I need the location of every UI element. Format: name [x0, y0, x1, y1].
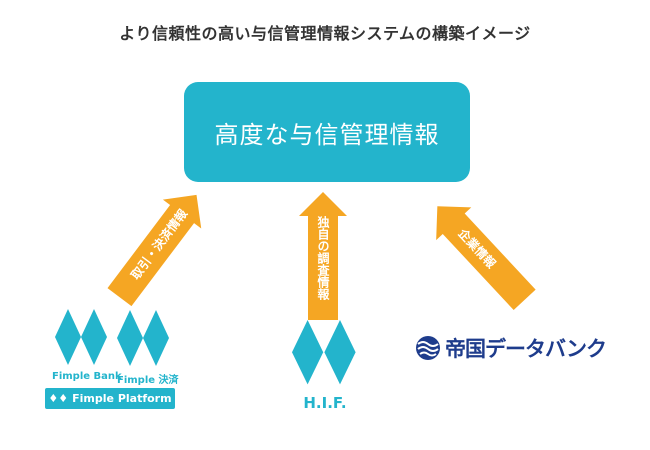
- fimple-platform-label: Fimple Platform: [72, 392, 172, 405]
- arrow-left-label: 取引・決済情報: [128, 205, 191, 282]
- fimple-logo-diamonds: [55, 309, 169, 366]
- arrow-left: 取引・決済情報: [100, 180, 216, 312]
- diagram-title: より信頼性の高い与信管理情報システムの構築イメージ: [119, 24, 531, 43]
- fimple-bank-label: Fimple Bank: [52, 371, 122, 382]
- fimple-payment-label: Fimple 決済: [117, 375, 179, 386]
- arrow-middle: 独自の調査情報: [299, 192, 347, 320]
- fimple-diamond-icon: ♦♦: [48, 392, 69, 405]
- hif-label: H.I.F.: [303, 394, 347, 412]
- hif-logo-diamonds: [292, 320, 356, 385]
- arrow-right: 企業情報: [419, 189, 543, 317]
- center-box: 高度な与信管理情報: [184, 82, 470, 182]
- center-label: 高度な与信管理情報: [214, 120, 440, 149]
- fimple-platform-badge: ♦♦ Fimple Platform: [45, 388, 175, 409]
- teikoku-logo: 帝国データバンク: [415, 333, 607, 363]
- arrow-middle-label: 独自の調査情報: [316, 215, 330, 301]
- teikoku-emblem-icon: [416, 336, 440, 360]
- teikoku-label: 帝国データバンク: [445, 337, 607, 361]
